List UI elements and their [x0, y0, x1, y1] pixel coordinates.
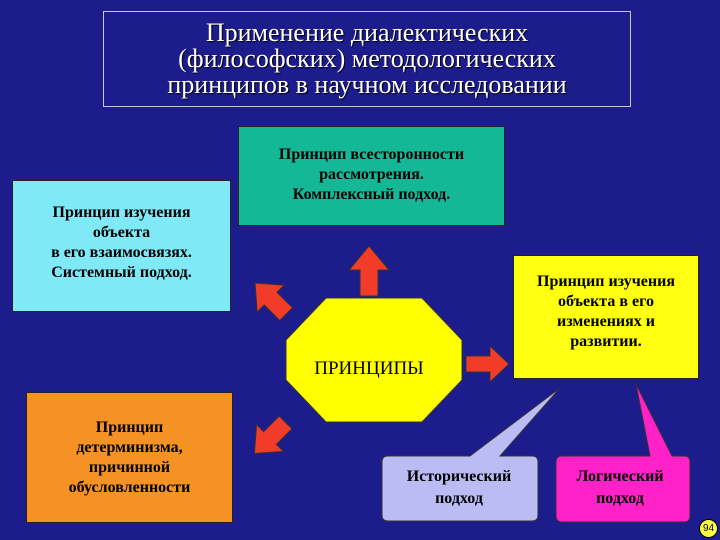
title-box: Применение диалектических (философских) … [103, 11, 631, 107]
principle-systemic-box: Принцип изучения объекта в его взаимосвя… [12, 180, 231, 312]
arrow-icon [465, 344, 510, 384]
historical-approach-label: Исторический подход [406, 468, 512, 507]
center-hexagon [285, 297, 463, 423]
principle-determinism-box: Принцип детерминизма, причинной обусловл… [26, 392, 233, 523]
callout-historical [381, 387, 561, 522]
page-number-badge: 94 [699, 519, 718, 538]
center-label: ПРИНЦИПЫ [314, 358, 424, 379]
page-title: Применение диалектических (философских) … [167, 18, 567, 99]
principle-complex-box: Принцип всесторонности рассмотрения. Ком… [238, 126, 505, 226]
arrow-icon [253, 415, 293, 455]
logical-approach-label: Логический подход [576, 468, 664, 507]
arrow-icon [347, 245, 391, 297]
callout-logical [555, 383, 691, 523]
principle-development-box: Принцип изучения объекта в его изменения… [513, 255, 699, 379]
arrow-icon [254, 282, 294, 322]
